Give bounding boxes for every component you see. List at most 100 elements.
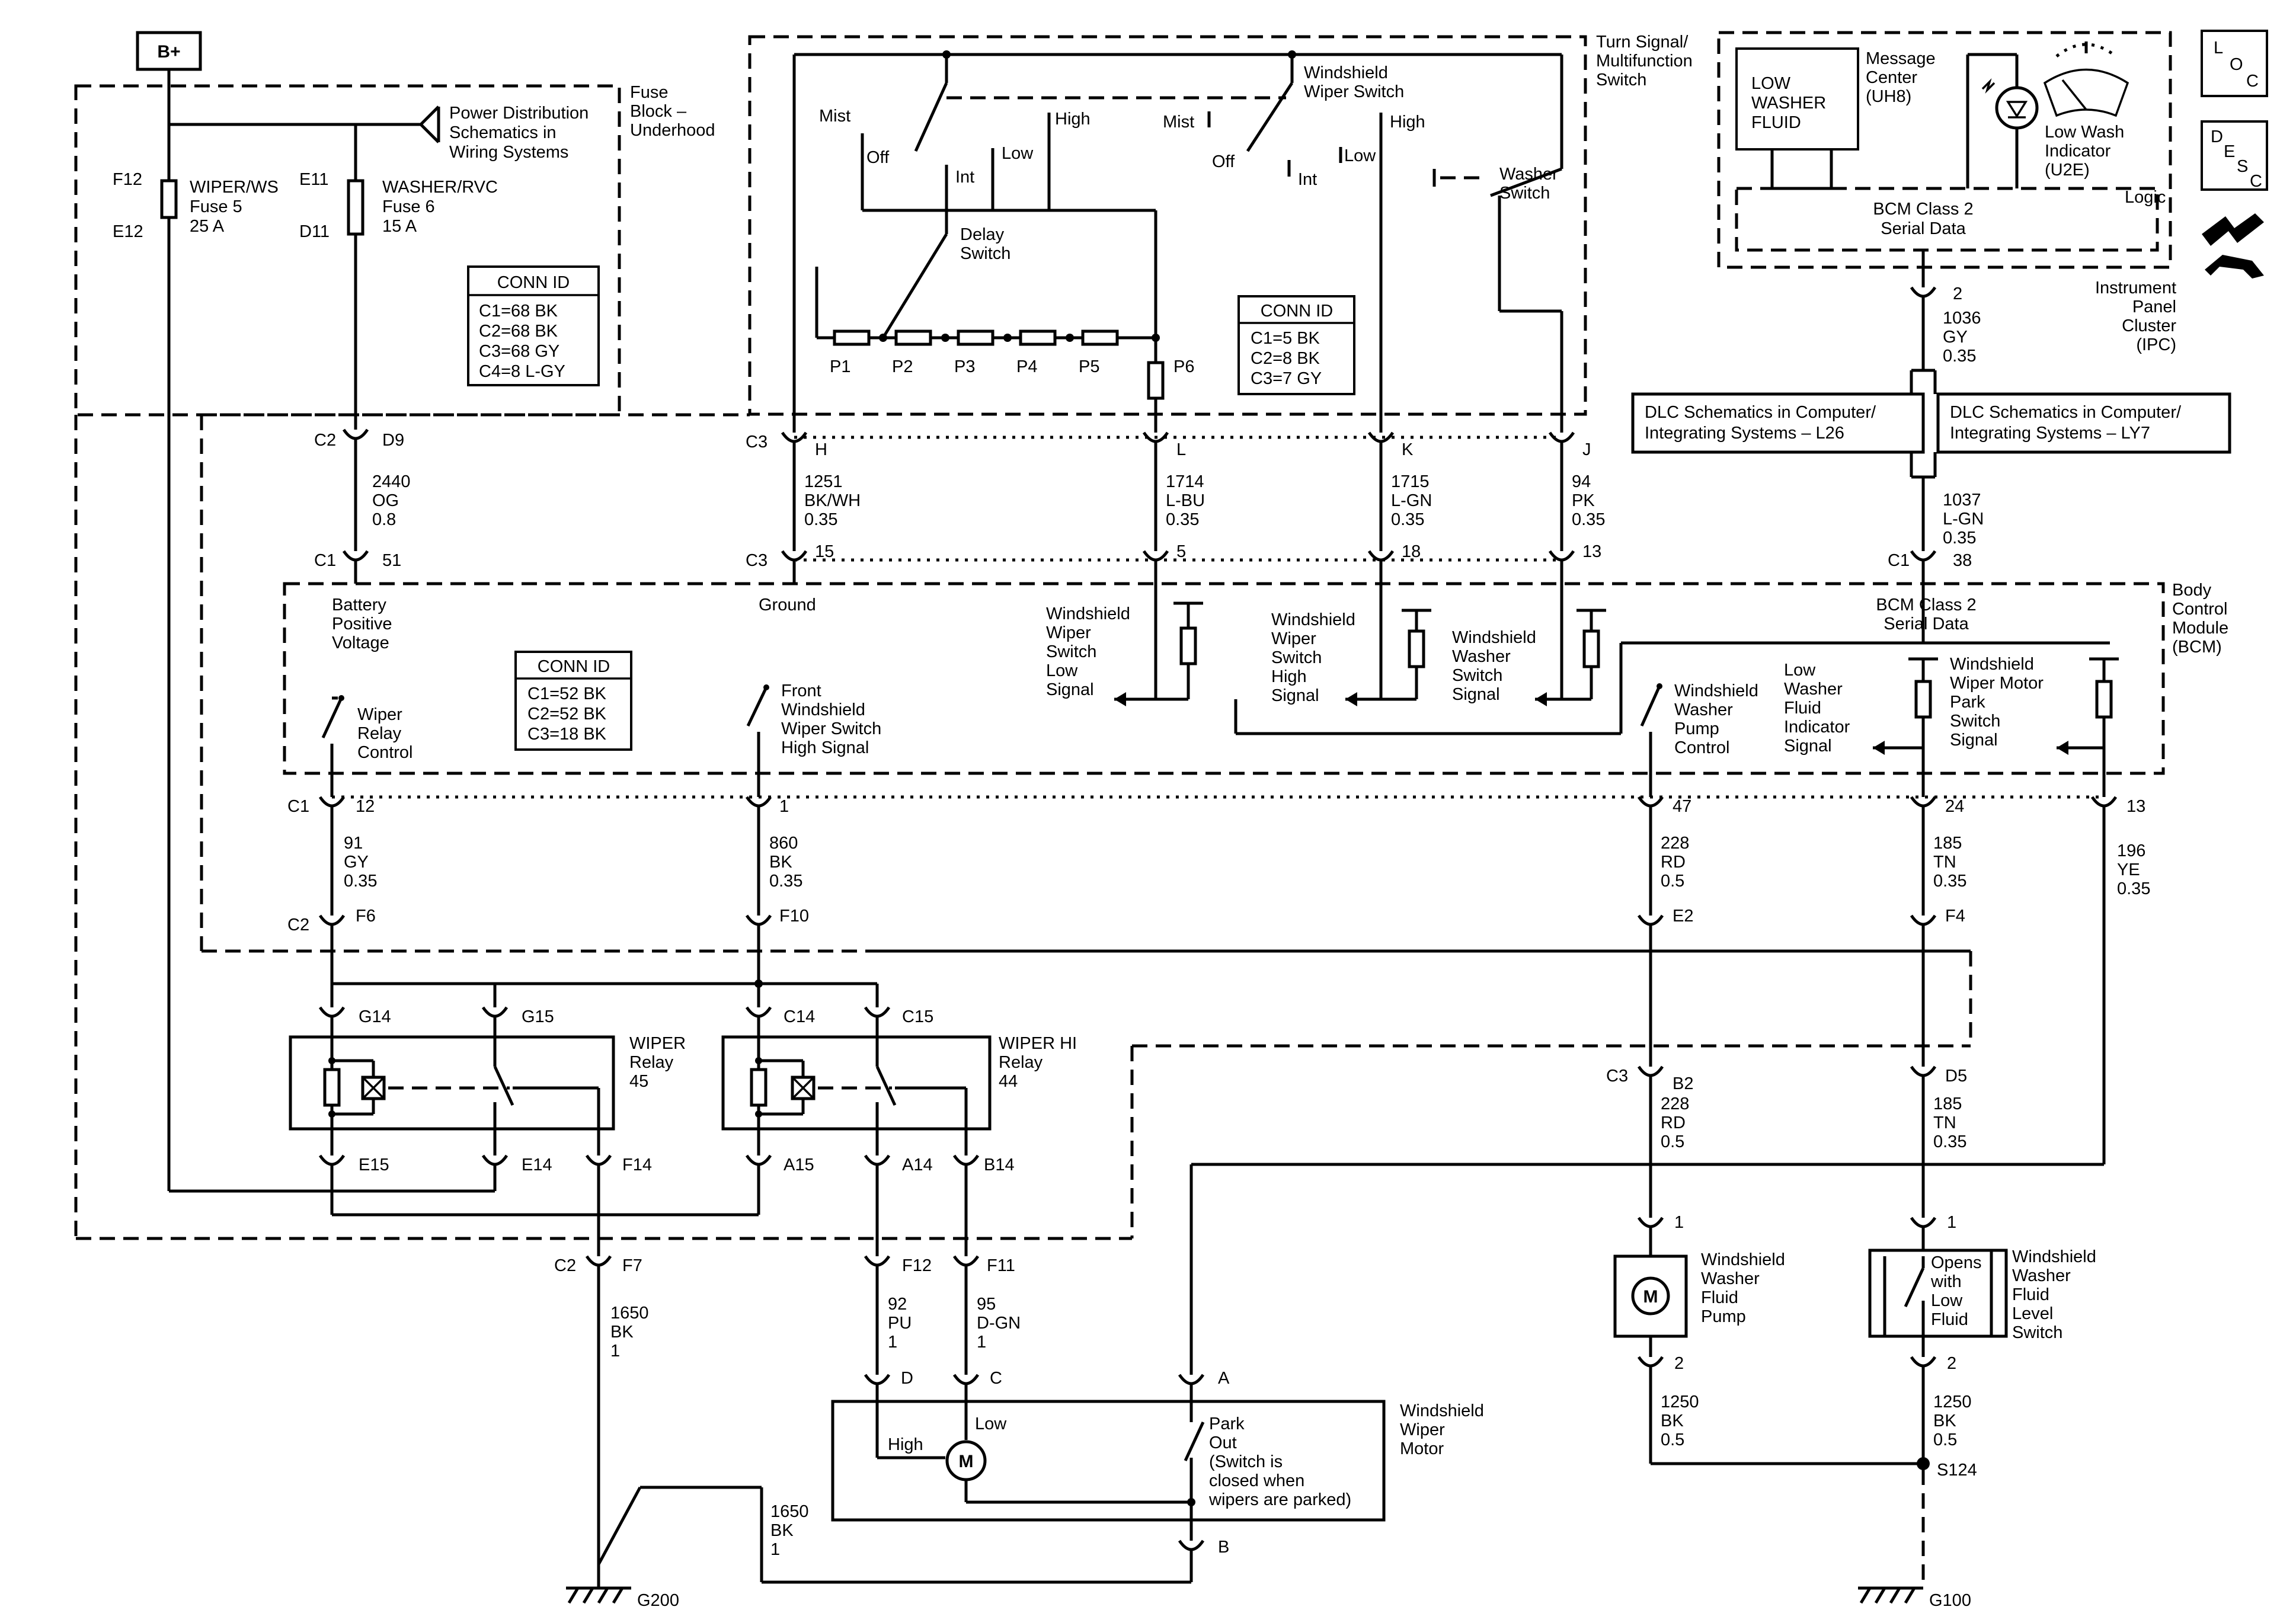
wire-860-label: 860 BK 0.35 <box>769 834 802 891</box>
loc-icon[interactable]: L O C <box>2201 30 2268 97</box>
windshield-wiper-switch-label: Windshield Wiper Switch <box>1304 63 1404 101</box>
svg-text:BCM Class 2: BCM Class 2 <box>1873 200 1973 219</box>
svg-text:1650: 1650 <box>770 1502 809 1521</box>
fuse6-top-pin: E11 <box>299 170 328 189</box>
svg-text:A14: A14 <box>902 1156 933 1174</box>
svg-text:P1: P1 <box>830 357 850 376</box>
svg-text:Mist: Mist <box>819 107 850 126</box>
svg-text:Serial Data: Serial Data <box>1884 614 1969 633</box>
park-switch-label: Park Out (Switch is closed when wipers a… <box>1208 1414 1351 1509</box>
connector-end-view-icon[interactable] <box>2202 213 2264 279</box>
svg-text:Control: Control <box>1674 738 1730 757</box>
front-hi-label: Front Windshield Wiper Switch High Signa… <box>781 681 881 757</box>
svg-text:(UH8): (UH8) <box>1866 87 1911 106</box>
wire-1250a-label: 1250 BK 0.5 <box>1661 1393 1699 1449</box>
svg-text:24: 24 <box>1945 797 1964 816</box>
ground-g100-icon <box>1858 1586 1923 1604</box>
svg-text:High: High <box>888 1435 923 1454</box>
ws-high-signal-label: Windshield Wiper Switch High Signal <box>1271 610 1355 705</box>
svg-text:E2: E2 <box>1673 907 1693 926</box>
ipc-boundary <box>1717 31 2172 269</box>
svg-text:Message: Message <box>1866 49 1936 68</box>
svg-text:(Switch is: (Switch is <box>1209 1452 1283 1471</box>
svg-text:47: 47 <box>1673 797 1691 816</box>
washer-switch-signal-label: Windshield Washer Switch Signal <box>1452 628 1536 704</box>
wiper-relay-label: WIPER Relay 45 <box>629 1034 686 1091</box>
svg-text:Wiper: Wiper <box>1400 1420 1445 1439</box>
svg-text:C2: C2 <box>287 916 309 934</box>
ws-low-signal-label: Windshield Wiper Switch Low Signal <box>1046 604 1130 699</box>
svg-text:1: 1 <box>610 1342 620 1361</box>
ipc-c1: C1 <box>1888 551 1910 570</box>
svg-text:Schematics in: Schematics in <box>449 123 557 142</box>
battery-positive-label: Battery Positive Voltage <box>332 596 392 652</box>
svg-text:BK: BK <box>1933 1411 1956 1430</box>
svg-text:1: 1 <box>888 1333 897 1352</box>
svg-text:Off: Off <box>1212 152 1235 171</box>
svg-text:L-BU: L-BU <box>1166 491 1205 510</box>
svg-text:95: 95 <box>977 1295 996 1314</box>
svg-text:C3: C3 <box>746 433 768 452</box>
low-washer-display <box>1735 47 1859 151</box>
svg-text:F11: F11 <box>987 1256 1015 1275</box>
level-switch-label: Windshield Washer Fluid Level Switch <box>2012 1247 2096 1342</box>
svg-text:WIPER HI: WIPER HI <box>999 1034 1077 1053</box>
resistor-labels: P1 P2 P3 P4 P5 P6 <box>830 357 1194 376</box>
svg-text:High Signal: High Signal <box>781 738 869 757</box>
svg-text:Panel: Panel <box>2132 297 2176 316</box>
svg-text:Washer: Washer <box>1452 647 1511 666</box>
svg-text:E: E <box>2224 142 2235 161</box>
svg-text:L: L <box>2214 39 2223 57</box>
message-center-label: Message Center (UH8) <box>1866 49 1936 106</box>
svg-text:M: M <box>1643 1287 1658 1307</box>
svg-text:P2: P2 <box>892 357 913 376</box>
svg-text:1: 1 <box>1674 1213 1684 1232</box>
wire-185b-label: 185 TN 0.35 <box>1933 1094 1966 1151</box>
svg-text:C1=5 BK: C1=5 BK <box>1251 329 1320 348</box>
svg-text:C2: C2 <box>314 431 336 450</box>
svg-text:C3=68 GY: C3=68 GY <box>479 342 559 361</box>
svg-text:Out: Out <box>1209 1433 1237 1452</box>
svg-text:P3: P3 <box>954 357 975 376</box>
ground-g200-icon <box>566 1586 631 1604</box>
svg-text:0.35: 0.35 <box>1572 510 1605 529</box>
svg-text:C1=68 BK: C1=68 BK <box>479 302 558 321</box>
svg-text:FLUID: FLUID <box>1751 113 1801 132</box>
svg-text:1715: 1715 <box>1391 472 1430 491</box>
svg-text:Fluid: Fluid <box>1931 1310 1968 1329</box>
svg-text:Washer: Washer <box>2012 1266 2071 1285</box>
svg-text:Windshield: Windshield <box>1046 604 1130 623</box>
svg-text:C3: C3 <box>746 551 768 570</box>
svg-text:Module: Module <box>2172 619 2228 638</box>
svg-text:Fluid: Fluid <box>2012 1285 2049 1304</box>
svg-text:0.35: 0.35 <box>769 872 802 891</box>
svg-text:A15: A15 <box>784 1156 814 1174</box>
svg-text:45: 45 <box>629 1072 648 1091</box>
svg-text:228: 228 <box>1661 834 1689 853</box>
svg-text:Low: Low <box>1002 144 1034 163</box>
svg-text:Body: Body <box>2172 581 2212 600</box>
svg-text:196: 196 <box>2117 841 2145 860</box>
svg-text:0.35: 0.35 <box>804 510 837 529</box>
svg-text:F14: F14 <box>622 1156 652 1174</box>
wiper-hi-relay-label: WIPER HI Relay 44 <box>999 1034 1077 1091</box>
wire-94-label: 94 PK 0.35 <box>1572 472 1605 529</box>
svg-text:1250: 1250 <box>1661 1393 1699 1411</box>
svg-text:0.5: 0.5 <box>1661 1430 1684 1449</box>
bcm-serial-label: BCM Class 2 Serial Data <box>1876 596 1976 633</box>
svg-text:RD: RD <box>1661 853 1686 872</box>
ground-label: Ground <box>759 596 816 614</box>
svg-text:S124: S124 <box>1937 1461 1977 1480</box>
svg-text:Low: Low <box>1344 146 1376 165</box>
svg-text:C3=7 GY: C3=7 GY <box>1251 369 1322 388</box>
svg-text:RD: RD <box>1661 1113 1686 1132</box>
desc-icon[interactable]: D E S C <box>2201 120 2268 191</box>
svg-text:Washer: Washer <box>1499 165 1558 184</box>
svg-text:S: S <box>2237 157 2248 176</box>
wire-228-label: 228 RD 0.5 <box>1661 834 1689 891</box>
svg-text:Switch: Switch <box>1950 712 2000 731</box>
svg-text:Power Distribution: Power Distribution <box>449 104 589 123</box>
fuse5-top-pin: F12 <box>113 170 142 189</box>
svg-text:228: 228 <box>1661 1094 1689 1113</box>
svg-text:94: 94 <box>1572 472 1591 491</box>
